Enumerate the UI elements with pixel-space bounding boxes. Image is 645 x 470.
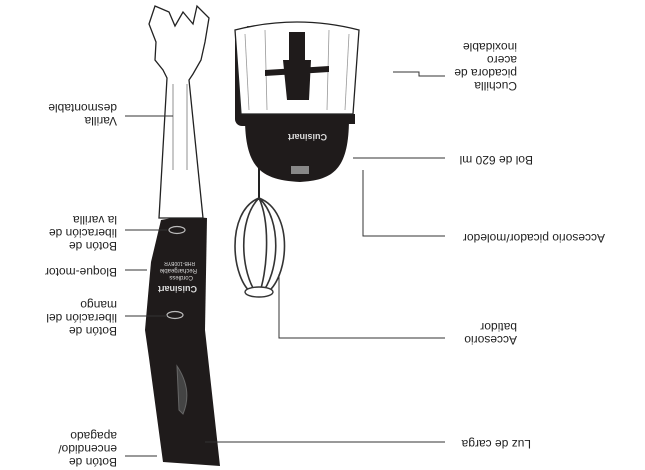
motor-body — [145, 216, 207, 330]
label-chopper-attachment: Accesorio picador/moledor — [462, 231, 605, 245]
label-motor-body: Bloque-motor — [44, 265, 117, 279]
leader-whisk — [278, 274, 445, 339]
bowl-brand-mark: Cuisinart — [288, 132, 327, 142]
body-printing: Cuisinart Cordless Rechargeable RHB-100B… — [158, 132, 327, 294]
charging-light-window — [176, 364, 188, 415]
hand-blender — [145, 4, 220, 466]
label-whisk-attachment: Accesorio batidor — [464, 320, 517, 347]
leader-lines — [125, 71, 445, 457]
blade-shaft — [289, 32, 305, 60]
whisk-tip — [244, 286, 274, 298]
blender-shaft — [148, 4, 210, 219]
label-charging-light: Luz de carga — [461, 437, 531, 451]
body-model-line-1: Cordless — [169, 274, 193, 280]
handle-release-button-shape — [166, 310, 184, 320]
bowl-base-pad — [291, 166, 309, 174]
body-brand-mark: Cuisinart — [158, 284, 197, 294]
shaft-release-button-shape — [168, 225, 186, 235]
blade-shape — [265, 60, 329, 100]
whisk-wires — [234, 197, 286, 295]
label-blade: Cuchilla picadora de acero inoxidable — [454, 40, 517, 93]
bowl-rim — [239, 114, 355, 124]
body-model-line-2: Rechargeable — [159, 267, 197, 273]
leader-blade — [393, 71, 445, 77]
lid-rib — [344, 33, 350, 111]
label-power-button: Botón de encendido/ apagado — [58, 429, 117, 469]
label-bowl: Bol de 620 ml — [459, 153, 533, 167]
label-detachable-shaft: Varilla desmontable — [48, 101, 117, 128]
lid-rib — [244, 33, 250, 111]
chopper-attachment — [234, 21, 360, 182]
bowl-body — [245, 118, 349, 182]
body-model-line-3: RHB-100BYR — [164, 260, 195, 266]
label-shaft-release-button: Botón de liberación de la varilla — [48, 213, 117, 253]
leader-chopper — [362, 170, 445, 237]
label-handle-release-button: Botón de liberación del mango — [46, 298, 117, 338]
